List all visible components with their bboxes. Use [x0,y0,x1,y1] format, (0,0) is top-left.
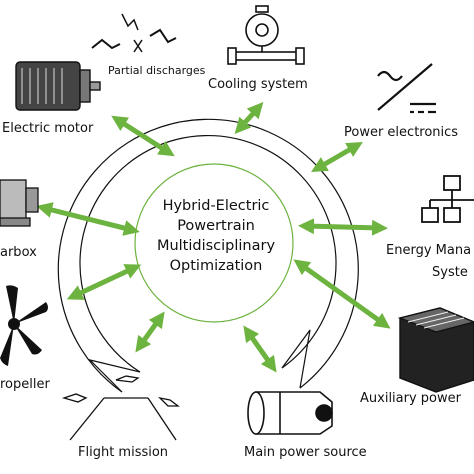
turbine-engine-icon [247,391,333,435]
arrow-electric-motor [111,115,175,157]
electric-motor-icon [15,61,101,111]
arrow-energy-management [298,218,388,236]
arrow-flight-mission [135,311,165,353]
center-title: Hybrid-Electric Powertrain Multidiscipli… [146,196,286,276]
center-circle [134,163,294,323]
energy-management-tree-icon [421,175,474,223]
label-propeller: ropeller [0,377,50,392]
partial-discharge-icon [91,13,177,53]
flight-path-icon [61,375,180,441]
label-energy-management-1: Energy Mana [386,243,471,258]
center-line-1: Hybrid-Electric [162,198,270,214]
label-flight-mission: Flight mission [78,445,168,460]
arrow-propeller [66,264,142,300]
label-energy-management-2: Syste [432,265,468,280]
power-electronics-icon [377,63,436,114]
arrows [36,102,391,373]
label-electric-motor: Electric motor [2,121,94,136]
arrow-auxiliary-power [293,259,391,329]
arrow-power-electronics [311,141,363,173]
center-line-2: Powertrain [177,218,255,234]
label-power-electronics: Power electronics [344,125,458,140]
battery-pack-icon [397,307,474,393]
propeller-icon [0,285,48,366]
label-gearbox: arbox [0,245,37,260]
center-line-3: Multidisciplinary [156,238,276,254]
gearbox-icon [0,179,39,227]
center-line-4: Optimization [169,258,263,274]
cooling-pump-icon [227,5,305,65]
label-main-power-source: Main power source [244,445,367,460]
label-partial-discharges: Partial discharges [108,64,206,77]
arrow-main-power-source [243,325,277,373]
arrow-gearbox [36,202,140,236]
arrow-cooling-system [234,102,264,134]
label-cooling-system: Cooling system [208,77,308,92]
label-auxiliary-power: Auxiliary power [360,391,462,406]
